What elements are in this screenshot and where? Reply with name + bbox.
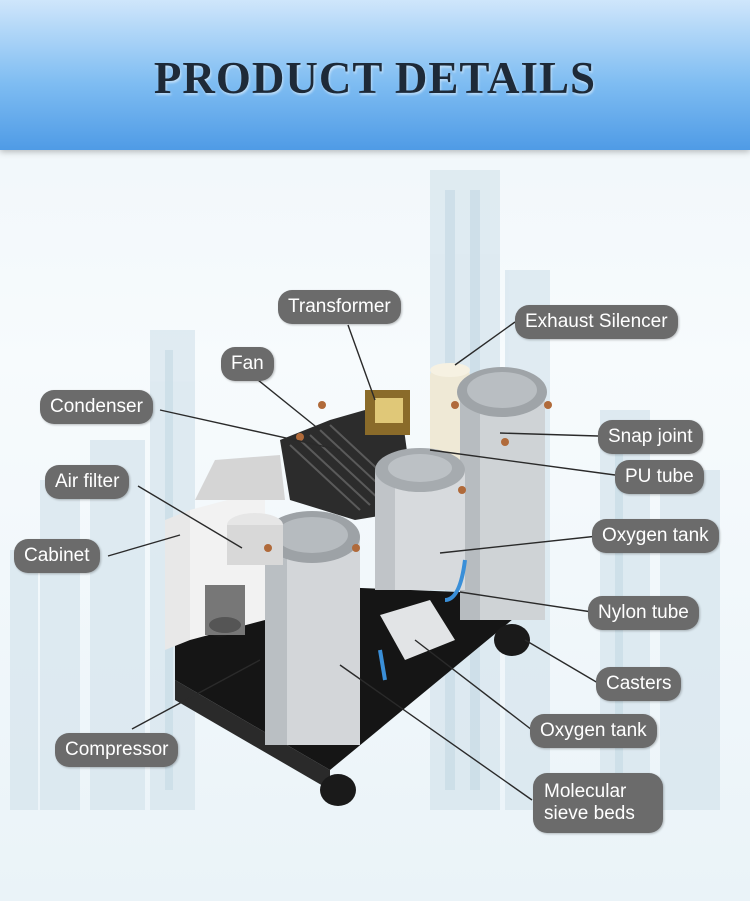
callout-compressor: Compressor xyxy=(55,733,179,767)
callout-fan: Fan xyxy=(221,347,274,381)
callout-molecular-sieve-beds: Molecular sieve beds xyxy=(533,773,663,833)
header-banner: PRODUCT DETAILS xyxy=(0,0,750,150)
callout-transformer: Transformer xyxy=(278,290,401,324)
callout-casters: Casters xyxy=(596,667,682,701)
page-title: PRODUCT DETAILS xyxy=(153,53,597,103)
callout-exhaust-silencer: Exhaust Silencer xyxy=(515,305,678,339)
callout-cabinet: Cabinet xyxy=(14,539,100,573)
callout-condenser: Condenser xyxy=(40,390,153,424)
callout-oxygen-tank-lower: Oxygen tank xyxy=(530,714,657,748)
callout-pu-tube: PU tube xyxy=(615,460,704,494)
callout-air-filter: Air filter xyxy=(45,465,130,499)
callout-nylon-tube: Nylon tube xyxy=(588,596,699,630)
callout-snap-joint: Snap joint xyxy=(598,420,703,454)
callout-oxygen-tank-upper: Oxygen tank xyxy=(592,519,719,553)
